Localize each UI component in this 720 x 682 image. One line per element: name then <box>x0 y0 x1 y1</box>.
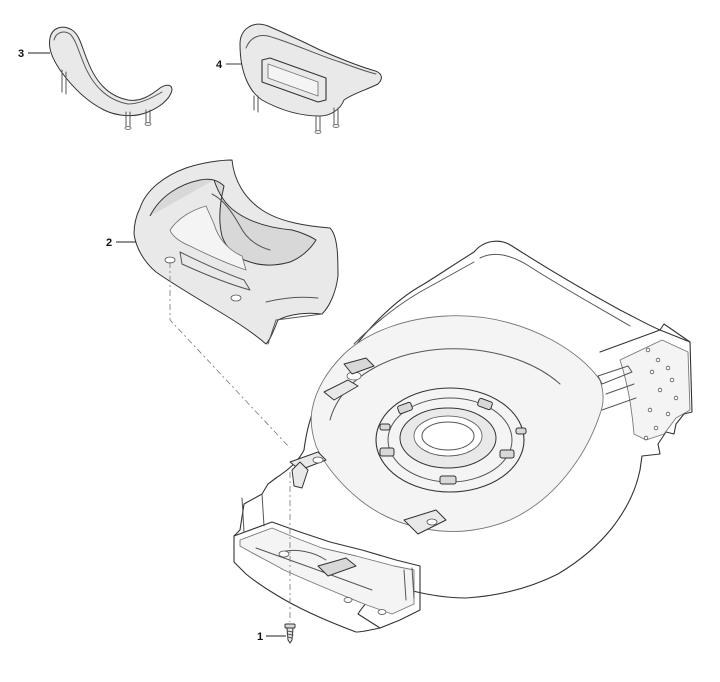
part-4-handle <box>239 23 382 134</box>
part-2-cover <box>133 159 339 345</box>
callout-label-1: 1 <box>257 631 263 643</box>
callout-4: 4 <box>216 59 242 71</box>
callout-label-2: 2 <box>106 237 112 249</box>
part-1-screw <box>284 623 296 644</box>
callout-1: 1 <box>257 631 286 643</box>
assembly-lines <box>169 262 291 622</box>
callout-label-4: 4 <box>216 59 223 71</box>
callout-label-3: 3 <box>18 48 24 60</box>
mower-deck <box>233 240 693 633</box>
part-3-handle <box>49 26 173 130</box>
callout-2: 2 <box>106 237 136 249</box>
callout-3: 3 <box>18 48 50 60</box>
